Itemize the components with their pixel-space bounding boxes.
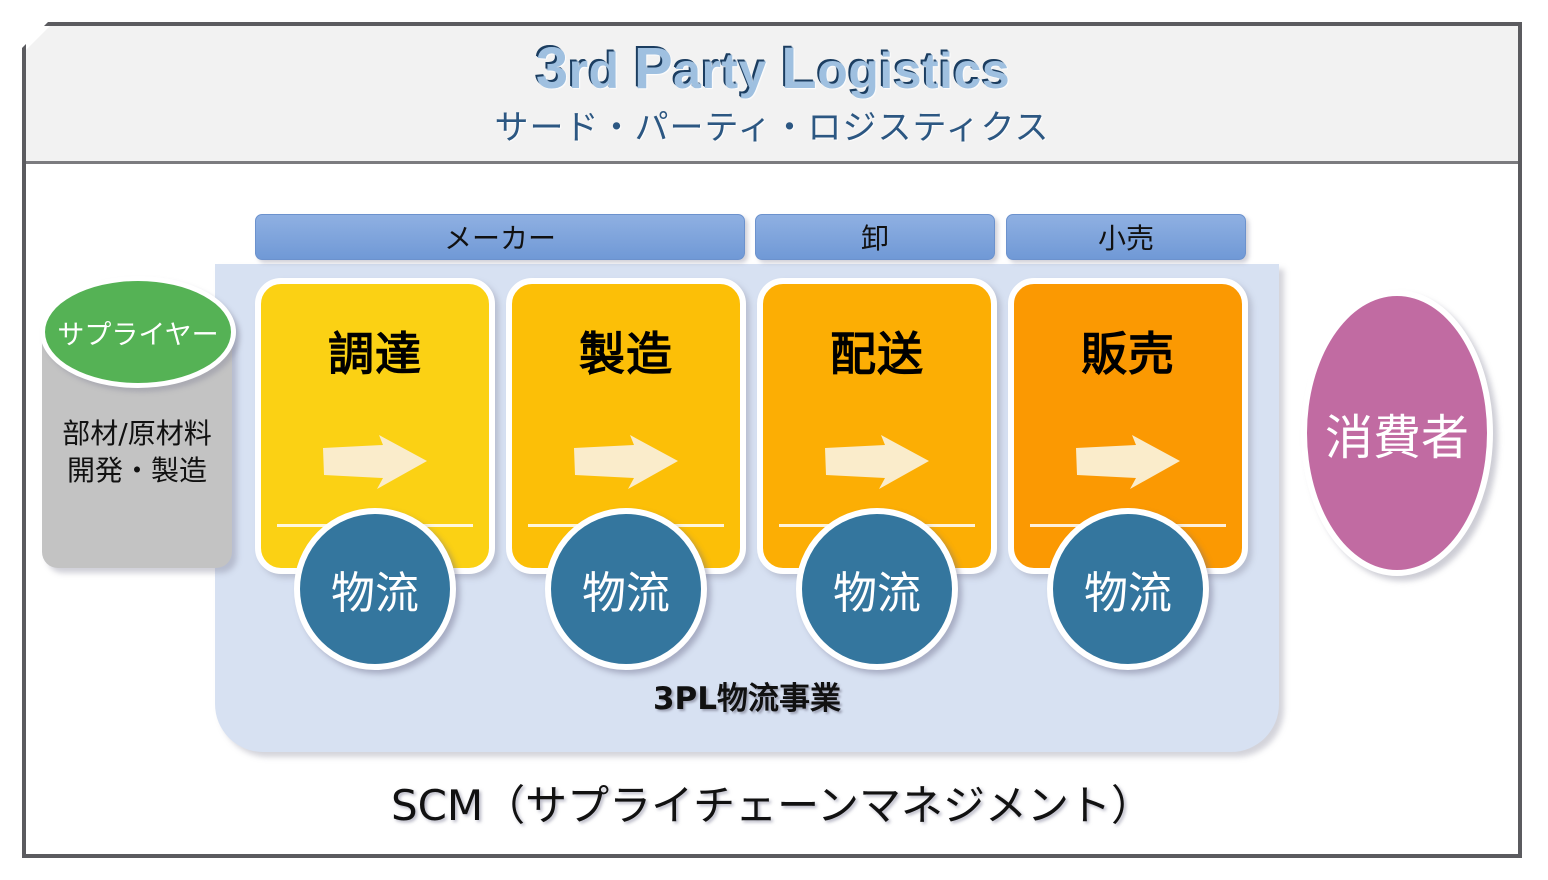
three-pl-panel-label: 3PL物流事業 xyxy=(652,681,842,717)
logistics-circle-manufacturing[interactable]: 物流 xyxy=(545,508,707,670)
scm-caption: SCM（サプライチェーンマネジメント） xyxy=(390,781,1154,830)
diagram-body: 3PL物流事業 メーカー 卸 小売 部材/原材料 開発・製造 サプライヤー 調達 xyxy=(26,164,1518,854)
logistics-circle-label: 物流 xyxy=(331,568,419,619)
channel-bar-retail-label: 小売 xyxy=(1097,222,1154,255)
channel-bar-retail[interactable]: 小売 xyxy=(1006,214,1246,260)
header-band: 3rd Party Logistics サード・パーティ・ロジスティクス xyxy=(26,26,1518,164)
logistics-circle-label: 物流 xyxy=(582,568,670,619)
right-arrow-icon xyxy=(1076,435,1180,489)
logistics-circle-label: 物流 xyxy=(833,568,921,619)
consumer-label: 消費者 xyxy=(1324,410,1469,466)
channel-bar-maker[interactable]: メーカー xyxy=(255,214,745,260)
logistics-circle-label: 物流 xyxy=(1084,568,1172,619)
supplier-line-2: 開発・製造 xyxy=(66,454,207,488)
stage-title-sales: 販売 xyxy=(1081,327,1175,381)
channel-bar-maker-label: メーカー xyxy=(443,222,556,255)
right-arrow-icon xyxy=(825,435,929,489)
channel-bar-wholesale-label: 卸 xyxy=(860,222,889,255)
stage-title-manufacturing: 製造 xyxy=(579,327,673,381)
title-english: 3rd Party Logistics xyxy=(534,34,1010,100)
stage-title-delivery: 配送 xyxy=(830,327,924,381)
right-arrow-icon xyxy=(574,435,678,489)
logistics-circle-procurement[interactable]: 物流 xyxy=(294,508,456,670)
supplier-ellipse[interactable]: サプライヤー xyxy=(40,276,236,388)
consumer-ellipse[interactable]: 消費者 xyxy=(1301,290,1493,576)
logistics-circle-sales[interactable]: 物流 xyxy=(1047,508,1209,670)
supplier-line-1: 部材/原材料 xyxy=(62,417,212,451)
stage-title-procurement: 調達 xyxy=(328,327,422,381)
channel-bar-wholesale[interactable]: 卸 xyxy=(755,214,995,260)
logistics-circle-delivery[interactable]: 物流 xyxy=(796,508,958,670)
right-arrow-icon xyxy=(323,435,427,489)
supplier-ellipse-label: サプライヤー xyxy=(57,319,219,351)
title-japanese: サード・パーティ・ロジスティクス xyxy=(494,108,1050,149)
